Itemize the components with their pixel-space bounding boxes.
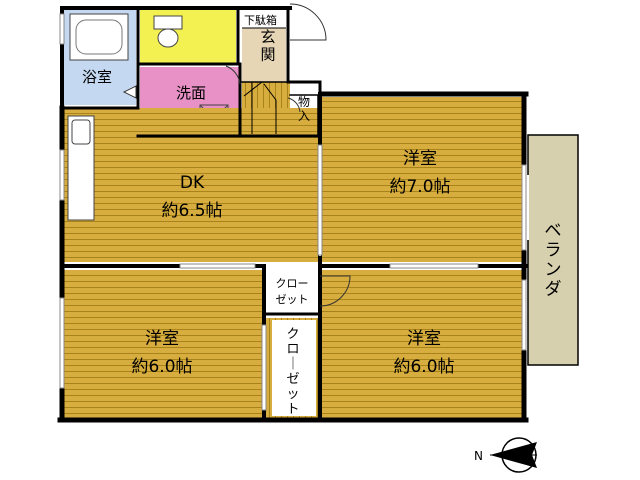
label-entrance: 玄関	[260, 28, 275, 63]
svg-text:玄関: 玄関	[260, 28, 275, 63]
label-western-sw-name: 洋室	[145, 329, 179, 349]
compass-north-label: N	[474, 449, 483, 463]
label-closet-tall: クロ｜ゼット	[286, 327, 299, 417]
label-western-ne-size: 約7.0帖	[389, 177, 450, 197]
label-western-se-name: 洋室	[407, 329, 441, 349]
label-shoe-cabinet: 下駄箱	[244, 13, 277, 27]
label-western-ne-name: 洋室	[403, 149, 437, 169]
western-room-se	[322, 270, 522, 418]
svg-text:ベランダ: ベランダ	[545, 221, 562, 300]
closet-small	[266, 270, 318, 310]
label-veranda: ベランダ	[545, 221, 562, 300]
veranda-area	[527, 134, 579, 366]
western-room-sw	[64, 270, 262, 418]
label-dk-size: 約6.5帖	[161, 201, 222, 221]
windows	[59, 13, 527, 411]
label-bath: 浴室	[82, 68, 112, 86]
north-compass: N	[474, 437, 537, 473]
western-room-ne	[322, 97, 522, 262]
sink	[71, 119, 91, 145]
label-dk-name: DK	[180, 173, 205, 193]
hallway-step-lines	[243, 81, 277, 134]
label-closet-small-line2: ゼット	[276, 293, 309, 306]
shoe-cabinet	[242, 10, 286, 28]
dk-room	[64, 108, 320, 262]
label-washroom: 洗面	[176, 84, 206, 102]
svg-text:クロ｜ゼット: クロ｜ゼット	[286, 327, 299, 417]
label-closet-small-line1: クロー	[276, 277, 309, 290]
label-storage: 物入	[298, 95, 310, 123]
label-western-sw-size: 約6.0帖	[131, 357, 192, 377]
svg-text:物入: 物入	[298, 95, 310, 123]
door-swings	[122, 3, 351, 307]
label-western-se-size: 約6.0帖	[393, 357, 454, 377]
